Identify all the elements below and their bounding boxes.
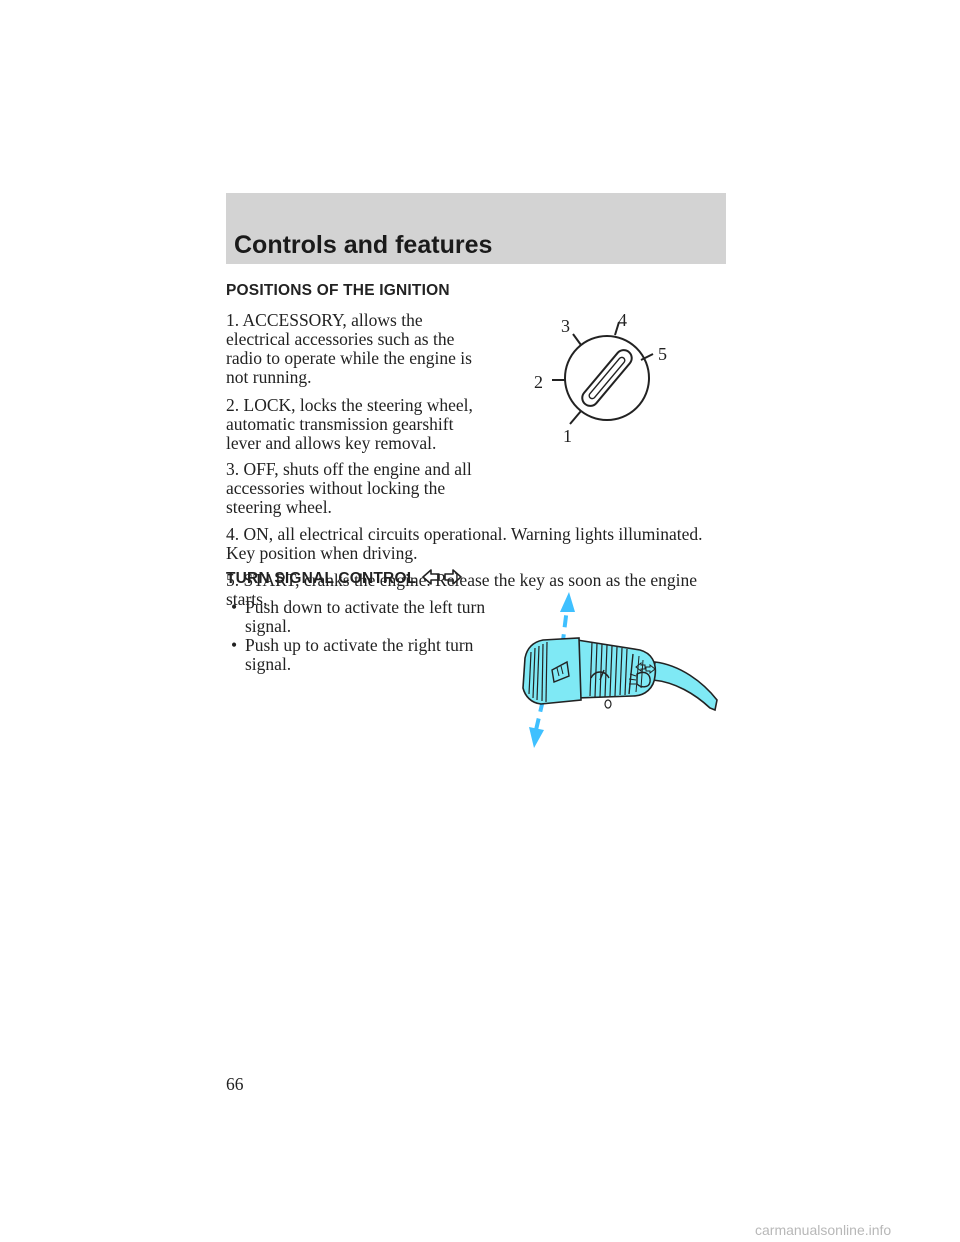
washer-icon xyxy=(551,660,570,683)
section-header: Controls and features xyxy=(226,193,726,264)
position-5-label: 5 xyxy=(658,344,667,364)
ignition-item-1: 1. ACCESSORY, allows the electrical acce… xyxy=(226,310,472,387)
position-1-label: 1 xyxy=(563,426,572,446)
headlamp-icon xyxy=(628,671,651,688)
ignition-cylinder xyxy=(564,335,650,421)
bullet-text: Push down to activate the left turn sign… xyxy=(245,597,486,636)
turn-signal-arrows-icon xyxy=(421,569,462,585)
position-3-label: 3 xyxy=(561,316,570,336)
ignition-item-4: 4. ON, all electrical circuits operation… xyxy=(226,524,703,563)
position-1-tick xyxy=(569,410,582,425)
bullet-marker: • xyxy=(231,635,238,655)
ignition-item-3: 3. OFF, shuts off the engine and all acc… xyxy=(226,459,472,517)
lever-turn-arrows-icon xyxy=(635,661,656,675)
ignition-heading: POSITIONS OF THE IGNITION xyxy=(226,282,450,299)
turn-signal-bullet-2: • Push up to activate the right turn sig… xyxy=(231,636,491,674)
ignition-item-2: 2. LOCK, locks the steering wheel, autom… xyxy=(226,395,473,453)
ignition-diagram: 1 2 3 4 5 xyxy=(534,310,667,446)
turn-signal-heading-text: TURN SIGNAL CONTROL xyxy=(226,570,417,587)
position-4-tick xyxy=(614,321,620,336)
position-4-label: 4 xyxy=(618,310,627,330)
turn-signal-bullet-1: • Push down to activate the left turn si… xyxy=(231,598,491,636)
wiper-icon xyxy=(590,669,610,681)
position-2-label: 2 xyxy=(534,372,543,392)
position-5-tick xyxy=(640,353,654,361)
bullet-marker: • xyxy=(231,597,238,617)
section-title: Controls and features xyxy=(234,231,493,259)
turn-signal-lever-diagram xyxy=(522,592,718,748)
bullet-text: Push up to activate the right turn signa… xyxy=(245,635,474,674)
ignition-item-5: 5. START, cranks the engine. Release the… xyxy=(226,570,698,609)
page-number: 66 xyxy=(226,1074,244,1094)
watermark: carmanualsonline.info xyxy=(755,1222,892,1238)
turn-signal-heading: TURN SIGNAL CONTROL xyxy=(226,568,462,588)
position-3-tick xyxy=(572,333,582,346)
off-position-mark xyxy=(604,699,612,709)
